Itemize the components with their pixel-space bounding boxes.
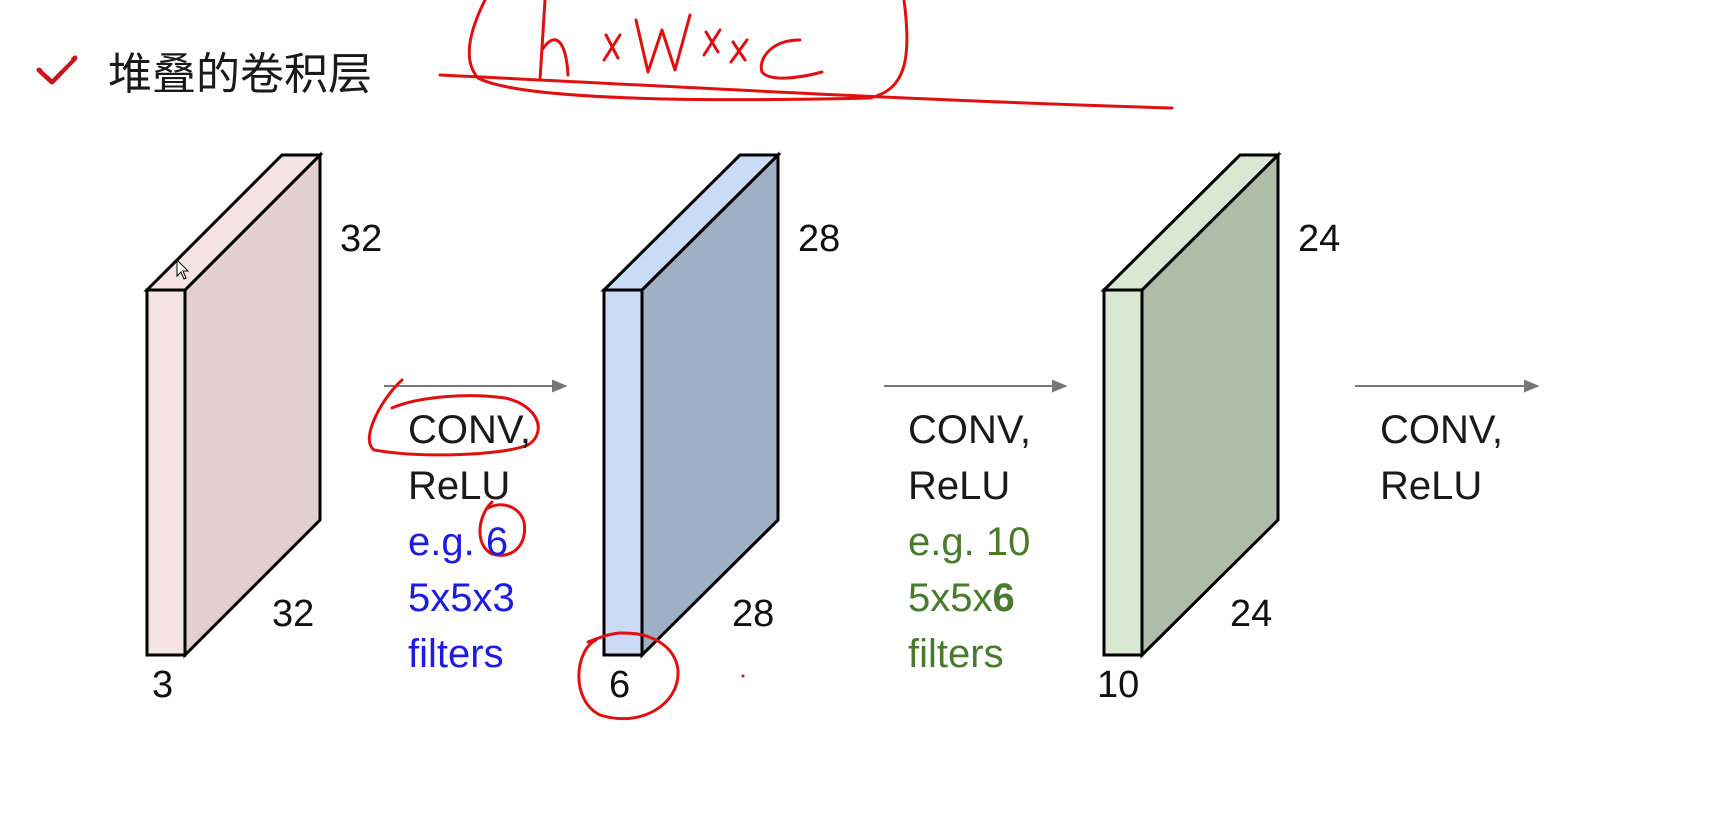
layer-2-filter-size-depth: 6 bbox=[992, 576, 1015, 620]
volume-conv1-front bbox=[602, 288, 644, 657]
annotation-x2 bbox=[702, 28, 722, 57]
layer-2-op: CONV, bbox=[908, 408, 1032, 452]
volume-conv2: 24 24 10 bbox=[1097, 151, 1340, 706]
layer-2-label: CONV, ReLU e.g. 10 5x5x6 filters bbox=[908, 402, 1031, 682]
volume-input-front bbox=[145, 288, 187, 657]
annotation-w bbox=[634, 13, 692, 74]
layer-1-label: CONV, ReLU e.g. 6 5x5x3 filters bbox=[408, 402, 531, 682]
check-icon bbox=[36, 55, 78, 85]
annotation-conv-circle bbox=[367, 378, 540, 457]
layer-1-op: CONV, bbox=[408, 408, 532, 452]
slide-title-row: 堆叠的卷积层 bbox=[36, 38, 372, 102]
volume-input: 32 32 3 bbox=[143, 151, 382, 706]
cursor-icon bbox=[176, 258, 190, 280]
annotation-six-circle bbox=[478, 500, 527, 557]
slide-title: 堆叠的卷积层 bbox=[108, 49, 372, 100]
volume-conv1: 28 28 6 bbox=[600, 151, 840, 706]
layer-1-filter-size: 5x5x3 bbox=[408, 576, 515, 620]
input-depth-label: 3 bbox=[152, 664, 173, 706]
layer-3-label: CONV, ReLU bbox=[1380, 402, 1503, 514]
layer-2-activation: ReLU bbox=[908, 464, 1011, 508]
layer-2-filters: filters bbox=[908, 632, 1004, 676]
annotation-underline bbox=[438, 73, 1174, 110]
annotation-x1 bbox=[602, 33, 622, 62]
conv1-depth-label: 6 bbox=[609, 664, 630, 706]
input-width-label: 32 bbox=[272, 593, 314, 635]
layer-1-example: e.g. 6 bbox=[408, 520, 509, 564]
arrow-1-head bbox=[552, 379, 568, 393]
layer-3-activation: ReLU bbox=[1380, 464, 1483, 508]
annotation-top-curve bbox=[467, 0, 909, 102]
handwritten-annotations bbox=[367, 0, 1174, 721]
arrow-2-head bbox=[1052, 379, 1068, 393]
annotation-x3 bbox=[729, 38, 749, 64]
annotation-dot bbox=[741, 674, 745, 678]
annotation-depth-circle bbox=[577, 631, 680, 721]
conv1-height-label: 28 bbox=[798, 218, 840, 260]
input-height-label: 32 bbox=[340, 218, 382, 260]
arrow-3-head bbox=[1524, 379, 1540, 393]
layer-2-example: e.g. 10 bbox=[908, 520, 1031, 564]
layer-2-filter-size: 5x5x6 bbox=[908, 570, 1031, 626]
layer-3-op: CONV, bbox=[1380, 408, 1504, 452]
volume-conv2-front bbox=[1102, 288, 1144, 657]
layer-1-activation: ReLU bbox=[408, 464, 511, 508]
conv2-depth-label: 10 bbox=[1097, 664, 1139, 706]
conv1-width-label: 28 bbox=[732, 593, 774, 635]
layer-1-filters: filters bbox=[408, 632, 504, 676]
annotation-c bbox=[759, 38, 824, 80]
layer-2-filter-size-prefix: 5x5x bbox=[908, 576, 993, 620]
conv2-height-label: 24 bbox=[1298, 218, 1340, 260]
conv2-width-label: 24 bbox=[1230, 593, 1272, 635]
annotation-h bbox=[538, 0, 570, 82]
